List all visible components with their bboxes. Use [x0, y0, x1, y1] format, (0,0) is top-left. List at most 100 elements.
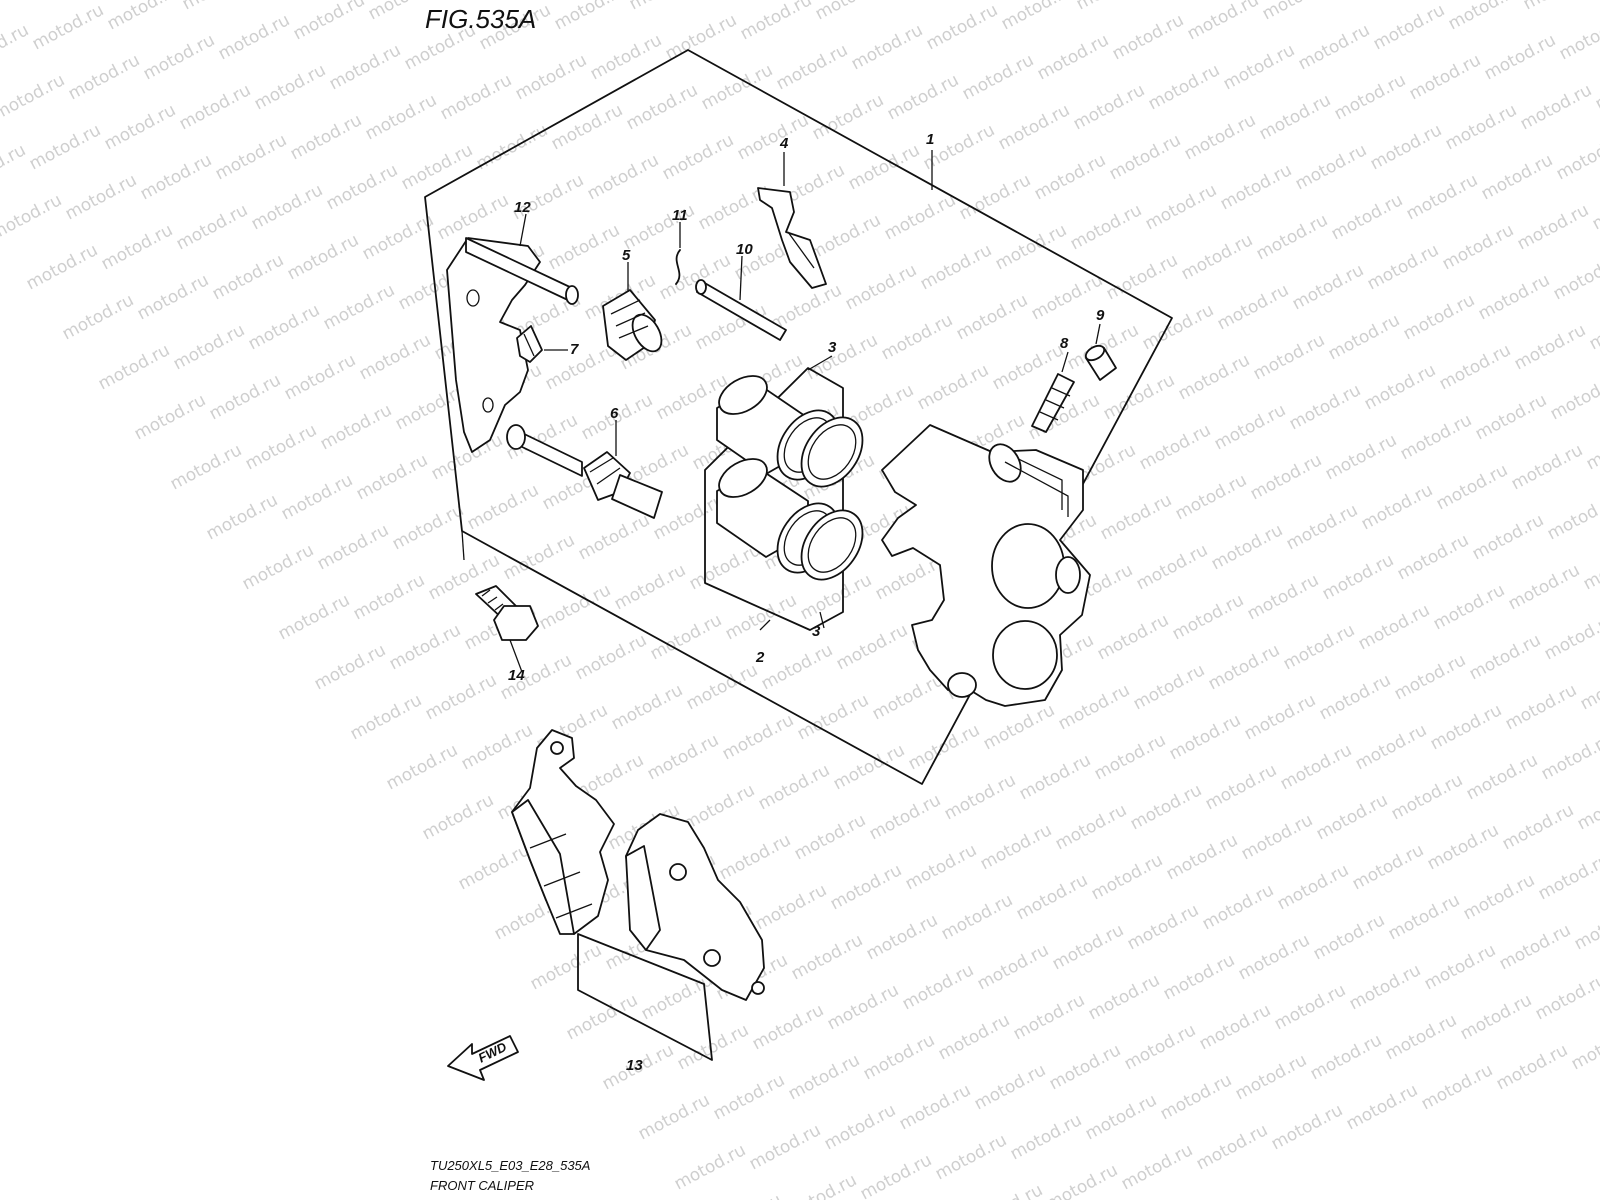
watermark-text: motod.ru: [1283, 500, 1361, 554]
watermark-text: motod.ru: [1400, 290, 1478, 344]
watermark-text: motod.ru: [548, 100, 626, 154]
watermark-text: motod.ru: [245, 300, 323, 354]
watermark-text: motod.ru: [1328, 190, 1406, 244]
watermark-text: motod.ru: [572, 630, 650, 684]
callout-6: 6: [610, 405, 619, 422]
watermark-text: motod.ru: [542, 340, 620, 394]
watermark-text: motod.ru: [998, 0, 1076, 34]
watermark-text: motod.ru: [1481, 30, 1559, 84]
watermark-text: motod.ru: [1016, 750, 1094, 804]
watermark-text: motod.ru: [1508, 440, 1586, 494]
watermark-text: motod.ru: [1103, 250, 1181, 304]
watermark-text: motod.ru: [386, 620, 464, 674]
watermark-text: motod.ru: [1277, 740, 1355, 794]
watermark-text: motod.ru: [1541, 610, 1600, 664]
watermark-text: motod.ru: [275, 590, 353, 644]
watermark-text: motod.ru: [977, 820, 1055, 874]
watermark-text: motod.ru: [1589, 180, 1600, 234]
watermark-text: motod.ru: [1172, 470, 1250, 524]
watermark-text: motod.ru: [1544, 490, 1600, 544]
watermark-text: motod.ru: [1043, 1160, 1121, 1200]
watermark-text: motod.ru: [923, 0, 1001, 54]
watermark-text: motod.ru: [794, 690, 872, 744]
watermark-text: motod.ru: [1145, 60, 1223, 114]
part-6-slide-pin: [583, 451, 663, 519]
watermark-text: motod.ru: [830, 740, 908, 794]
part-13-brake-pads: [511, 729, 765, 1001]
watermark-text: motod.ru: [1214, 280, 1292, 334]
watermark-text: motod.ru: [1535, 850, 1600, 904]
watermark-text: motod.ru: [878, 310, 956, 364]
watermark-text: motod.ru: [719, 710, 797, 764]
watermark-text: motod.ru: [1091, 730, 1169, 784]
watermark-text: motod.ru: [1358, 480, 1436, 534]
watermark-text: motod.ru: [1268, 1100, 1346, 1154]
callout-13: 13: [626, 1057, 643, 1074]
watermark-text: motod.ru: [1388, 770, 1466, 824]
watermark-text: motod.ru: [398, 140, 476, 194]
watermark-text: motod.ru: [209, 250, 287, 304]
watermark-text: motod.ru: [362, 90, 440, 144]
watermark-text: motod.ru: [1427, 700, 1505, 754]
watermark-text: motod.ru: [176, 80, 254, 134]
watermark-text: motod.ru: [1034, 30, 1112, 84]
watermark-text: motod.ru: [1538, 730, 1600, 784]
watermark-text: motod.ru: [0, 140, 29, 194]
watermark-text: motod.ru: [1406, 50, 1484, 104]
watermark-text: motod.ru: [956, 170, 1034, 224]
watermark-text: motod.ru: [1592, 60, 1600, 114]
watermark-text: motod.ru: [1355, 600, 1433, 654]
watermark-text: motod.ru: [1583, 420, 1600, 474]
watermark-text: motod.ru: [869, 670, 947, 724]
watermark-text: motod.ru: [698, 60, 776, 114]
watermark-text: motod.ru: [419, 790, 497, 844]
watermark-text: motod.ru: [278, 470, 356, 524]
watermark-text: motod.ru: [803, 330, 881, 384]
watermark-text: motod.ru: [1556, 10, 1600, 64]
watermark-text: motod.ru: [935, 1010, 1013, 1064]
callout-11: 11: [672, 207, 688, 224]
watermark-text: motod.ru: [848, 20, 926, 74]
watermark-text: motod.ru: [104, 0, 182, 34]
watermark-text: motod.ru: [1142, 180, 1220, 234]
watermark-text: motod.ru: [1397, 410, 1475, 464]
watermark-text: motod.ru: [806, 210, 884, 264]
watermark-text: motod.ru: [1109, 10, 1187, 64]
watermark-text: motod.ru: [1118, 1140, 1196, 1194]
watermark-text: motod.ru: [1364, 240, 1442, 294]
watermark-text: motod.ru: [1382, 1010, 1460, 1064]
part-2-pistons: [704, 367, 844, 631]
watermark-text: motod.ru: [710, 1070, 788, 1124]
watermark-text: motod.ru: [1280, 620, 1358, 674]
callout-12: 12: [514, 199, 531, 216]
watermark-text: motod.ru: [707, 1190, 785, 1200]
watermark-text: motod.ru: [1271, 980, 1349, 1034]
watermark-text: motod.ru: [845, 140, 923, 194]
watermark-text: motod.ru: [1346, 960, 1424, 1014]
watermark-text: motod.ru: [314, 520, 392, 574]
watermark-text: motod.ru: [1403, 170, 1481, 224]
watermark-text: motod.ru: [1193, 1120, 1271, 1174]
watermark-text: motod.ru: [785, 1050, 863, 1104]
watermark-text: motod.ru: [1319, 550, 1397, 604]
watermark-text: motod.ru: [755, 760, 833, 814]
watermark-text: motod.ru: [1256, 90, 1334, 144]
callout-3-upper: 3: [828, 339, 837, 356]
watermark-text: motod.ru: [953, 290, 1031, 344]
watermark-text: motod.ru: [101, 100, 179, 154]
part-1-caliper-body: [881, 424, 1091, 707]
watermark-text: motod.ru: [1574, 780, 1600, 834]
watermark-text: motod.ru: [1205, 640, 1283, 694]
watermark-text: motod.ru: [545, 220, 623, 274]
watermark-text: motod.ru: [0, 190, 65, 244]
watermark-text: motod.ru: [1502, 680, 1580, 734]
callout-5: 5: [622, 247, 631, 264]
watermark-text: motod.ru: [1259, 0, 1337, 24]
watermark-text: motod.ru: [1073, 0, 1151, 14]
figure-code: TU250XL5_E03_E28_535A: [430, 1158, 590, 1173]
watermark-text: motod.ru: [1175, 350, 1253, 404]
watermark-text: motod.ru: [1253, 210, 1331, 264]
watermark-text: motod.ru: [65, 50, 143, 104]
watermark-text: motod.ru: [242, 420, 320, 474]
watermark-text: motod.ru: [611, 560, 689, 614]
